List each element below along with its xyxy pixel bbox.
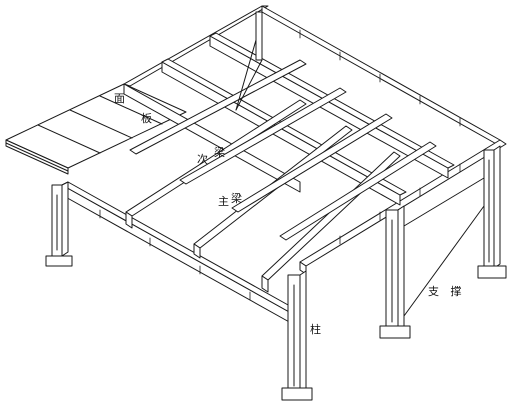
right-eave-beam [299, 139, 507, 275]
roof-panel [5, 83, 187, 175]
label-secondary-beam-char-1: 次 [197, 153, 211, 166]
stiffeners [99, 29, 461, 301]
label-panel-char-1: 面 [114, 92, 131, 105]
label-main-beam-char-1: 主 [218, 195, 232, 208]
front-eave-beam [61, 181, 307, 329]
bracing [235, 39, 485, 317]
columns [45, 11, 507, 401]
label-column: 柱 [310, 323, 327, 336]
label-main-beam-char-2: 梁 [231, 192, 248, 205]
label-secondary-beam-char-2: 梁 [214, 146, 231, 159]
label-brace: 支 撑 [428, 285, 466, 298]
secondary-beams [125, 59, 437, 293]
label-panel-char-2: 板 [141, 112, 158, 125]
